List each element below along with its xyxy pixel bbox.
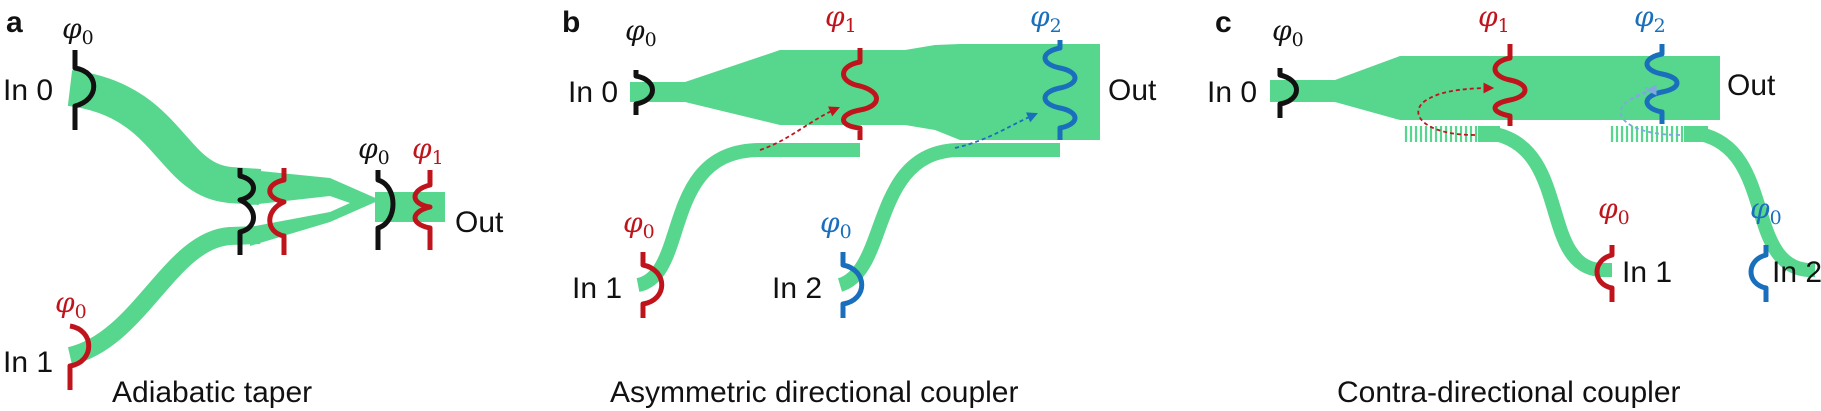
- panel-c-mode-in2: [1748, 245, 1769, 302]
- panel-a-caption: Adiabatic taper: [112, 376, 312, 409]
- panel-b-mode-in2: [840, 252, 865, 318]
- panel-a-lower-waveguide: [67, 226, 261, 365]
- panel-b-label-out: Out: [1108, 74, 1157, 107]
- panel-c-phi0-in1: φ0: [1598, 192, 1630, 229]
- panel-c: c In 0: [1207, 0, 1821, 409]
- panel-a-phi1-out: φ1: [412, 132, 444, 169]
- panel-a-label-in0: In 0: [3, 74, 53, 107]
- panel-c-mode-phi1: [1492, 44, 1528, 126]
- panel-a-label-out: Out: [455, 206, 504, 239]
- panel-b-caption: Asymmetric directional coupler: [610, 376, 1018, 409]
- panel-c-phi0-top: φ0: [1272, 14, 1304, 51]
- panel-c-grating-1: [1404, 126, 1478, 142]
- panel-b-phi0-in2: φ0: [820, 206, 852, 243]
- panel-c-phi2: φ2: [1634, 0, 1666, 37]
- panel-b-phi2: φ2: [1030, 0, 1062, 37]
- panel-c-mode-in0: [1277, 68, 1299, 118]
- panel-c-grating-2: [1610, 126, 1684, 142]
- panel-a-output-waveguide: [375, 192, 445, 222]
- panel-a-upper-waveguide: [67, 70, 262, 205]
- panel-a-label-in1: In 1: [3, 346, 53, 379]
- panel-c-mode-in1: [1594, 245, 1615, 302]
- panel-b-lower-waveguide-2: [837, 143, 1060, 292]
- panel-b-label-in0: In 0: [568, 76, 618, 109]
- panel-c-label-in1: In 1: [1622, 256, 1672, 289]
- panel-b-coupling-arrow-2: [954, 112, 1038, 149]
- panel-b-mode-phi1: [841, 48, 879, 140]
- panel-b-mode-phi2: [1042, 40, 1078, 140]
- panel-c-label-in0: In 0: [1207, 76, 1257, 109]
- panel-c-phi1: φ1: [1478, 0, 1510, 37]
- panel-c-reflection-arrow-2: [1629, 84, 1657, 101]
- panel-c-reflection-arrow-1: [1417, 82, 1495, 136]
- panel-c-input0-waveguide: [1270, 80, 1340, 102]
- panel-c-phi0-in2: φ0: [1750, 192, 1782, 229]
- panel-c-tag: c: [1215, 6, 1232, 39]
- panel-c-bus-waveguide: [1335, 56, 1720, 120]
- panel-b-lower-waveguide-1: [635, 143, 860, 292]
- panel-a-phi0-top: φ0: [62, 12, 94, 49]
- panel-b-mode-in1: [640, 252, 665, 318]
- panel-a-mode-split-black: [237, 168, 256, 255]
- panel-c-reflection-arrow-2-path: [1619, 87, 1681, 136]
- panel-b-label-in1: In 1: [572, 272, 622, 305]
- panel-a-mode-in0: [72, 50, 97, 130]
- panel-a-phi0-out: φ0: [358, 132, 390, 169]
- panel-b-phi1: φ1: [825, 0, 857, 37]
- panel-a-merge-taper: [250, 170, 380, 246]
- panel-b-phi0-in1: φ0: [623, 206, 655, 243]
- panel-c-label-out: Out: [1727, 69, 1776, 102]
- panel-c-label-in2: In 2: [1772, 256, 1821, 289]
- panel-a: a In 0 In 1 Out φ0 φ0 φ0 φ1 Adiabatic ta…: [3, 6, 504, 409]
- panel-c-caption: Contra-directional coupler: [1337, 376, 1681, 409]
- panel-c-lower-waveguide-2: [1698, 127, 1815, 277]
- panel-b-label-in2: In 2: [772, 272, 822, 305]
- panel-a-mode-out-red: [412, 170, 433, 250]
- panel-b-phi0-top: φ0: [625, 14, 657, 51]
- panel-b-input0-waveguide: [630, 82, 690, 102]
- panel-a-tag: a: [6, 6, 23, 39]
- panel-b-tag: b: [562, 6, 580, 39]
- panel-c-mode-phi2: [1644, 44, 1680, 124]
- panel-b: b In 0 In 1 In 2 Out φ0 φ1 φ2 φ0 φ0 Asym…: [562, 0, 1157, 409]
- panel-a-mode-out-black: [375, 170, 396, 250]
- panel-a-phi0-bottom: φ0: [55, 286, 87, 323]
- panel-c-lower-waveguide-1: [1493, 127, 1612, 277]
- panel-b-coupling-arrow-1: [759, 106, 840, 151]
- panel-b-bus-waveguide: [685, 44, 1100, 140]
- panel-a-mode-split-red: [267, 168, 287, 255]
- panel-a-mode-in1: [67, 323, 92, 390]
- panel-b-mode-in0: [633, 70, 655, 115]
